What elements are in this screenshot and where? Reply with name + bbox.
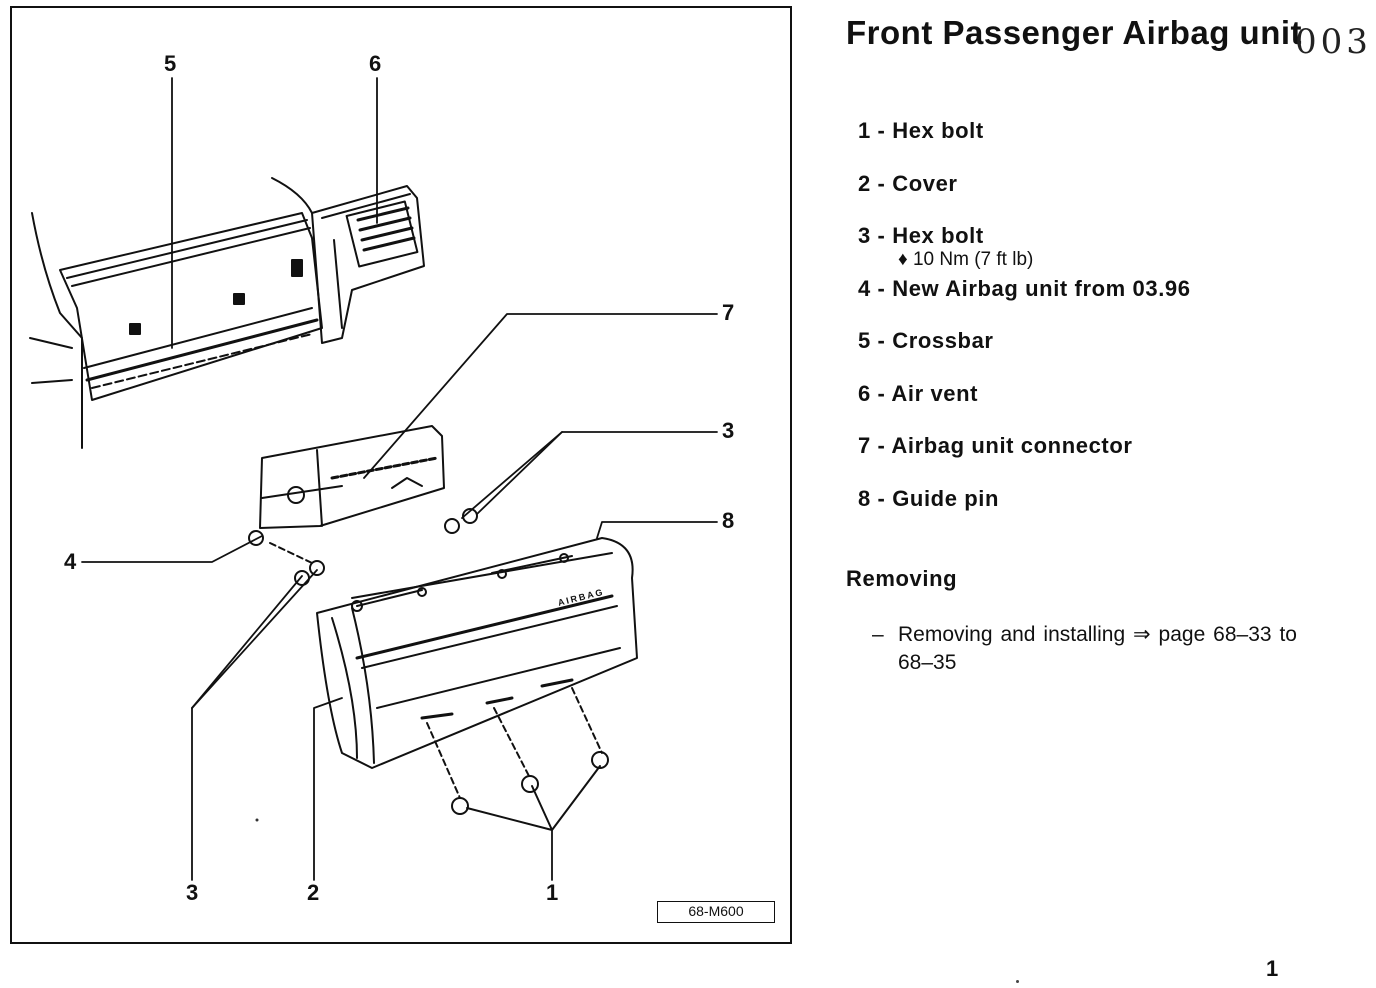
legend-label: Guide pin <box>892 485 1000 511</box>
hex-bolts-1-drawing <box>426 687 609 831</box>
legend-item: 5 - Crossbar <box>858 328 994 353</box>
legend-number: 3 <box>858 223 871 248</box>
legend-label: Air vent <box>891 380 979 406</box>
legend-number: 5 <box>858 328 871 353</box>
hex-bolts-3-drawing <box>248 508 478 586</box>
legend-label: Crossbar <box>892 328 994 353</box>
callout-7: 7 <box>722 300 735 325</box>
leader-lines <box>81 77 718 881</box>
legend-label: Cover <box>892 170 958 196</box>
legend-item: 4 - New Airbag unit from 03.96 <box>858 275 1191 301</box>
handwritten-stamp: 003 <box>1295 22 1372 62</box>
legend-number: 1 <box>858 118 871 143</box>
legend-item: 8 - Guide pin <box>858 485 1000 511</box>
callout-6: 6 <box>369 51 382 76</box>
legend-item: 7 - Airbag unit connector <box>858 433 1133 458</box>
legend-number: 2 <box>858 170 871 196</box>
legend-number: 7 <box>858 433 871 458</box>
legend-number: 8 <box>858 485 871 511</box>
callout-2: 2 <box>307 880 320 905</box>
instruction-text: Removing and installing ⇒ page 68–33 to … <box>898 623 1297 674</box>
callout-5: 5 <box>164 51 177 76</box>
callout-3-right: 3 <box>722 418 735 443</box>
legend-item: 2 - Cover <box>858 170 958 196</box>
section-heading-removing: Removing <box>846 566 958 591</box>
page-title: Front Passenger Airbag unit <box>846 14 1303 51</box>
air-vent-drawing <box>311 185 425 344</box>
exploded-diagram: AIRBAG <box>29 77 718 881</box>
legend-number: 6 <box>858 380 871 406</box>
callout-4: 4 <box>64 549 77 574</box>
cover-drawing <box>316 537 638 769</box>
callout-1: 1 <box>546 880 559 905</box>
callout-3-left: 3 <box>186 880 199 905</box>
legend-item: 1 - Hex bolt <box>858 118 984 143</box>
bullet-dash: – <box>872 623 884 646</box>
airbag-unit-drawing <box>259 425 445 529</box>
legend-label: Airbag unit connector <box>891 433 1133 458</box>
legend-label: Hex bolt <box>892 223 984 248</box>
legend-item: 3 - Hex bolt ♦ 10 Nm (7 ft lb) <box>858 223 1191 276</box>
legend-item: 6 - Air vent <box>858 380 979 406</box>
figure-code: 68-M600 <box>657 901 775 923</box>
scan-speck <box>1016 980 1019 983</box>
legend-label: New Airbag unit from 03.96 <box>892 275 1191 301</box>
exploded-diagram-frame: AIRBAG 5 6 7 3 8 4 3 2 1 68-M600 <box>10 6 792 944</box>
torque-spec: ♦ 10 Nm (7 ft lb) <box>898 249 1034 270</box>
parts-legend: 1 - Hex bolt 2 - Cover 3 - Hex bolt ♦ 10… <box>858 118 1191 538</box>
crossbar-drawing <box>29 177 323 449</box>
legend-number: 4 <box>858 275 871 301</box>
instruction-step: – Removing and installing ⇒ page 68–33 t… <box>872 621 1297 677</box>
callout-8: 8 <box>722 508 735 533</box>
legend-label: Hex bolt <box>892 118 984 143</box>
page-number: 1 <box>1266 956 1279 981</box>
